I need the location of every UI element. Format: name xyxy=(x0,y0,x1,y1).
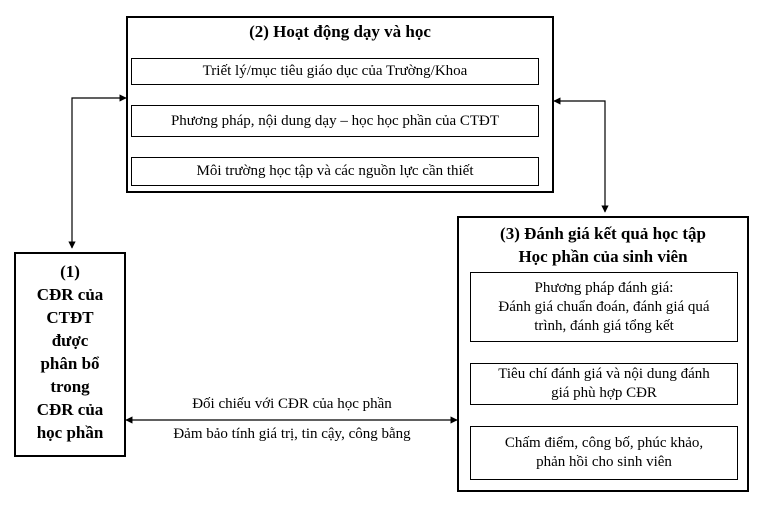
link-label-ensure: Đảm bảo tính giá trị, tin cậy, công bằng xyxy=(173,426,411,442)
assessment-item-line: Tiêu chí đánh giá và nội dung đánh xyxy=(498,366,710,382)
arrow-teaching-to-assessment xyxy=(553,97,609,213)
box-cdr-allocation: (1) CĐR của CTĐT được phân bổ trong CĐR … xyxy=(14,252,126,457)
assessment-item-line: giá phù hợp CĐR xyxy=(551,385,657,401)
assessment-item-line: Đánh giá chuẩn đoán, đánh giá quá xyxy=(498,298,710,315)
teaching-item-methods: Phương pháp, nội dung dạy – học học phần… xyxy=(131,105,539,137)
assessment-title-line2: Học phần của sinh viên xyxy=(518,247,688,266)
assessment-item-methods: Phương pháp đánh giá: Đánh giá chuẩn đoá… xyxy=(470,272,738,342)
assessment-item-line: trình, đánh giá tổng kết xyxy=(534,317,674,334)
cdr-label: (1) CĐR của CTĐT được phân bổ trong CĐR … xyxy=(16,260,124,444)
arrow-cdr-to-teaching xyxy=(68,94,127,249)
cdr-line: CĐR của xyxy=(36,400,104,419)
cdr-line: (1) xyxy=(60,262,80,281)
link-label-compare: Đối chiếu với CĐR của học phần xyxy=(192,396,392,412)
assessment-title-line1: (3) Đánh giá kết quả học tập xyxy=(500,224,706,243)
cdr-line: phân bổ xyxy=(40,354,100,373)
cdr-line: trong xyxy=(50,377,90,396)
cdr-line: được xyxy=(51,331,89,350)
teaching-title: (2) Hoạt động dạy và học xyxy=(249,22,431,41)
assessment-item-line: Chấm điểm, công bố, phúc khảo, xyxy=(504,435,704,451)
teaching-item-philosophy: Triết lý/mục tiêu giáo dục của Trường/Kh… xyxy=(131,58,539,85)
assessment-item-criteria: Tiêu chí đánh giá và nội dung đánh giá p… xyxy=(470,363,738,405)
assessment-item-line: Phương pháp đánh giá: xyxy=(534,279,674,296)
cdr-line: CĐR của xyxy=(36,285,104,304)
teaching-item-environment: Môi trường học tập và các nguồn lực cần … xyxy=(131,157,539,186)
cdr-line: CTĐT xyxy=(46,308,94,327)
cdr-line: học phần xyxy=(36,423,104,442)
assessment-item-line: phản hồi cho sinh viên xyxy=(536,454,672,470)
assessment-item-grading: Chấm điểm, công bố, phúc khảo, phản hồi … xyxy=(470,426,738,480)
